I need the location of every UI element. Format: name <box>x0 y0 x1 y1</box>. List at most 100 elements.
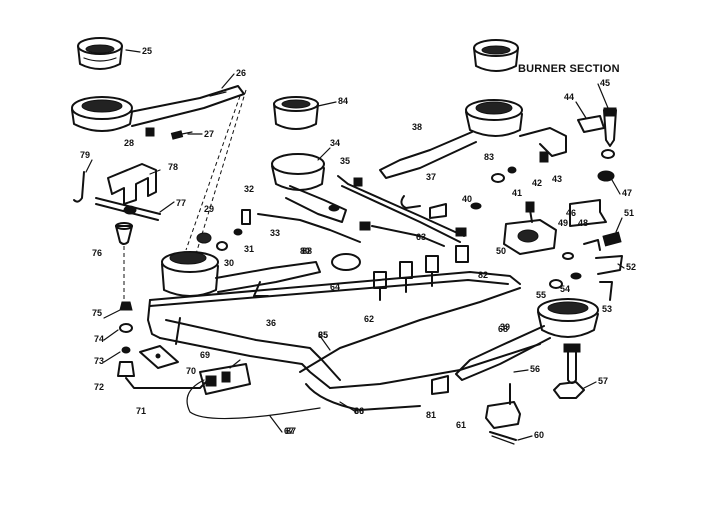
valve-62-d <box>455 245 469 263</box>
callout-83: 83 <box>484 152 494 162</box>
plate-70 <box>139 345 179 369</box>
orifice-56 <box>563 343 581 384</box>
callout-33: 33 <box>270 228 280 238</box>
callout-52: 52 <box>626 262 636 272</box>
callout-85: 85 <box>318 330 328 340</box>
part-40 <box>429 203 447 219</box>
callout-64: 64 <box>330 282 340 292</box>
callout-60: 60 <box>534 430 544 440</box>
callout-75: 75 <box>92 308 102 318</box>
burner-39 <box>455 298 599 381</box>
rod-33 <box>257 213 361 243</box>
part-31 <box>233 228 243 236</box>
callout-73: 73 <box>94 356 104 366</box>
callout-84: 84 <box>338 96 348 106</box>
callout-53: 53 <box>602 304 612 314</box>
spring-32 <box>241 209 251 225</box>
callout-80: 80 <box>300 246 310 256</box>
fitting-73 <box>121 346 131 354</box>
bracket-52 <box>595 255 623 275</box>
callout-61: 61 <box>456 420 466 430</box>
callout-41: 41 <box>512 188 522 198</box>
callout-88: 88 <box>302 246 312 256</box>
part-30 <box>216 241 228 251</box>
callout-51: 51 <box>624 208 634 218</box>
callout-47: 47 <box>622 188 632 198</box>
callout-45: 45 <box>600 78 610 88</box>
callout-69: 69 <box>200 350 210 360</box>
callout-76: 76 <box>92 248 102 258</box>
callout-32: 32 <box>244 184 254 194</box>
callout-62: 62 <box>364 314 374 324</box>
callout-26: 26 <box>236 68 246 78</box>
callout-54: 54 <box>560 284 570 294</box>
callout-87: 87 <box>286 426 296 436</box>
tube-65 <box>299 287 521 373</box>
burner-cap-top-left <box>77 37 123 70</box>
fitting-74 <box>119 323 133 333</box>
callout-86: 86 <box>354 406 364 416</box>
washer-47 <box>597 170 615 182</box>
burner-36 <box>161 251 321 297</box>
part-53 <box>599 281 613 301</box>
callout-labels: 25 26 27 28 29 30 31 32 33 34 35 36 37 3… <box>80 46 636 440</box>
callout-28: 28 <box>124 138 134 148</box>
callout-56: 56 <box>530 364 540 374</box>
callout-27: 27 <box>204 129 214 139</box>
part-55 <box>549 279 563 289</box>
clip-61 <box>485 401 521 429</box>
bracket-43 <box>519 127 567 163</box>
callout-77: 77 <box>176 198 186 208</box>
burner-top-left <box>71 85 245 132</box>
part-81 <box>431 375 449 395</box>
burner-cap-84 <box>273 96 319 130</box>
tube-67 <box>186 379 321 420</box>
callout-78: 78 <box>168 162 178 172</box>
hose-63 <box>359 221 445 247</box>
orifice-45 <box>603 107 617 147</box>
guide-line <box>185 95 241 251</box>
bracket-48 <box>569 199 607 227</box>
guide-line <box>195 89 247 255</box>
callout-37: 37 <box>426 172 436 182</box>
pin-79 <box>73 171 85 203</box>
burner-34 <box>271 153 347 223</box>
valve-assembly-41 <box>503 201 557 255</box>
callout-31: 31 <box>244 244 254 254</box>
callout-70: 70 <box>186 366 196 376</box>
callout-35: 35 <box>340 156 350 166</box>
nut-57 <box>553 381 585 399</box>
callout-40: 40 <box>462 194 472 204</box>
part-83 <box>491 173 505 183</box>
valve-69 <box>199 359 251 395</box>
callout-79: 79 <box>80 150 90 160</box>
callout-67: 67 <box>284 426 294 436</box>
leader-arrows <box>85 49 625 441</box>
clip-37 <box>400 195 421 209</box>
callout-82: 82 <box>478 270 488 280</box>
callout-34: 34 <box>330 138 340 148</box>
burner-cap-top-right <box>473 39 519 72</box>
fitting-72 <box>117 361 135 377</box>
valve-62-c <box>425 255 439 287</box>
cone-76 <box>115 222 133 300</box>
tube-35 <box>337 175 465 243</box>
callout-48: 48 <box>578 218 588 228</box>
burner-38 <box>379 99 523 179</box>
callout-42: 42 <box>532 178 542 188</box>
manifold-frame <box>147 271 541 389</box>
callout-66: 66 <box>354 406 364 416</box>
screw-27 <box>170 130 193 140</box>
callout-49: 49 <box>558 218 568 228</box>
callout-36: 36 <box>266 318 276 328</box>
part-29 <box>196 232 212 244</box>
valve-62-b <box>399 261 413 293</box>
callout-72: 72 <box>94 382 104 392</box>
fitting-75 <box>119 301 133 311</box>
callout-25: 25 <box>142 46 152 56</box>
callout-39: 39 <box>500 322 510 332</box>
part-50 <box>562 252 574 260</box>
callout-55: 55 <box>536 290 546 300</box>
part-39 <box>470 202 482 210</box>
part-82 <box>507 166 517 174</box>
